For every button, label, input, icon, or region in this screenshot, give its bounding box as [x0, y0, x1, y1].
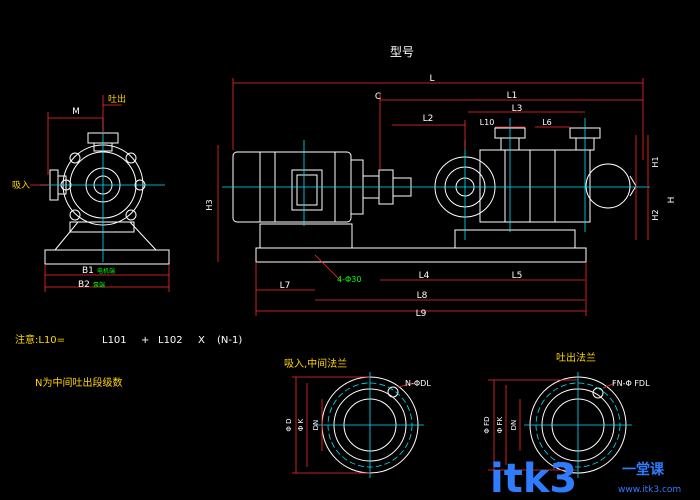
side-dimensions	[30, 95, 170, 292]
side-centerlines	[40, 118, 165, 262]
watermark-sub: 一堂课	[622, 461, 665, 478]
side-inlet-label: 吸入	[12, 180, 30, 191]
watermark-logo: itk3	[490, 456, 577, 500]
front-centerlines	[222, 118, 650, 240]
inlet-flange-centerlines	[316, 372, 424, 478]
watermark-url: www.itk3.com	[618, 485, 681, 495]
dim-l10: L10	[480, 118, 495, 127]
outlet-flange-dims	[488, 379, 616, 471]
pump-discharge-casing	[585, 163, 631, 209]
motor-terminal-cover	[296, 174, 318, 206]
dim-l: L	[429, 74, 434, 84]
outlet-flange-centerlines	[524, 372, 632, 478]
front-dimensions	[217, 78, 649, 316]
inlet-flange-bolt-hole	[387, 386, 399, 398]
inlet-flange-holes: N-ΦDL	[405, 379, 431, 388]
side-outlet-label: 吐出	[108, 93, 126, 105]
dim-l1: L1	[507, 91, 518, 101]
side-base	[44, 249, 170, 265]
outlet-flange-dim-fd: Φ FD	[483, 416, 491, 433]
dim-h1: H1	[651, 156, 660, 167]
outlet-flange-title: 吐出法兰	[556, 351, 596, 364]
dim-h: H	[667, 197, 677, 204]
side-foot	[69, 221, 135, 233]
front-base-rail	[255, 247, 587, 263]
formula-plus: +	[141, 335, 149, 346]
pump-stage-body	[479, 149, 591, 223]
motor-base	[259, 223, 353, 249]
side-bolt	[125, 209, 137, 221]
dim-holes: 4-Φ30	[337, 275, 361, 284]
formula-term2: L102	[158, 335, 183, 346]
drawing-title: 型号	[390, 45, 414, 59]
dim-c: C	[375, 92, 381, 102]
dim-l4: L4	[419, 271, 430, 281]
outlet-flange-dim-dn: DN	[510, 420, 518, 431]
note-n: N为中间吐出段级数	[35, 376, 122, 389]
motor-terminal-box	[291, 169, 323, 211]
formula-label: 注意:L10=	[15, 333, 65, 346]
dim-l2: L2	[423, 114, 434, 124]
side-dim-b2: B2	[78, 280, 90, 290]
inlet-flange-dim-d: Φ D	[285, 418, 293, 431]
dim-l7: L7	[280, 281, 291, 291]
outlet-flange-dim-fk: Φ FK	[496, 416, 504, 433]
inlet-flange-dim-k: Φ K	[297, 418, 305, 431]
side-bolt	[69, 152, 81, 164]
dim-l6: L6	[542, 118, 552, 127]
outlet-flange-holes: FN-Φ FDL	[612, 379, 650, 388]
dim-l3: L3	[512, 104, 523, 114]
side-dim-b1: B1	[82, 266, 94, 276]
inlet-flange-dims	[292, 376, 416, 474]
dim-l5: L5	[512, 271, 523, 281]
dim-h3: H3	[205, 199, 214, 210]
inlet-flange-title: 吸入,中间法兰	[284, 357, 347, 370]
formula-term1: L101	[102, 335, 127, 346]
side-bolt	[125, 152, 137, 164]
side-note-b1: 电机端	[97, 267, 115, 275]
formula-factor: (N-1)	[217, 335, 242, 346]
dim-h2: H2	[651, 209, 660, 220]
pump-base	[454, 229, 576, 249]
side-dim-m: M	[72, 107, 80, 117]
dim-l9: L9	[416, 309, 427, 319]
formula-times: X	[198, 335, 205, 346]
side-bolt	[69, 209, 81, 221]
dim-l8: L8	[417, 291, 428, 301]
inlet-flange-dim-dn: DN	[312, 420, 320, 431]
side-note-b2: 泵端	[93, 281, 105, 289]
